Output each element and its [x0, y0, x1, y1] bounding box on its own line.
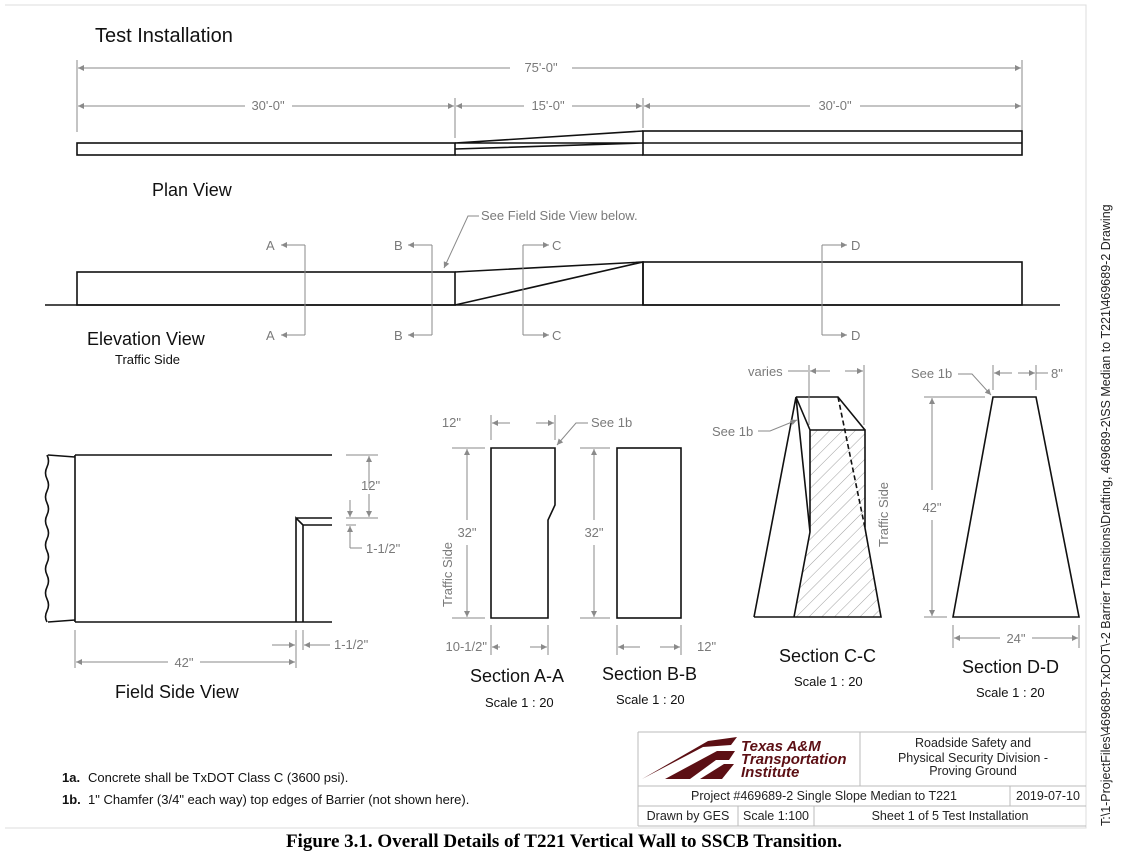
- note-1b-id: 1b.: [62, 792, 81, 807]
- section-d-dim-bottom: 24": [1006, 631, 1025, 646]
- drawing-date: 2019-07-10: [1016, 789, 1080, 803]
- logo-line-3: Institute: [741, 764, 799, 781]
- field-side-view-label: Field Side View: [115, 682, 240, 702]
- division-line-2: Physical Security Division -: [898, 751, 1048, 765]
- plan-dimensions: [76, 60, 1023, 138]
- dim-overall: 75'-0": [524, 60, 558, 75]
- dim-left: 30'-0": [251, 98, 285, 113]
- cut-c-top: C: [552, 238, 561, 253]
- section-a-note: See 1b: [591, 415, 632, 430]
- section-a-scale: Scale 1 : 20: [485, 695, 554, 710]
- note-1a-id: 1a.: [62, 770, 80, 785]
- section-d-scale: Scale 1 : 20: [976, 685, 1045, 700]
- section-b-scale: Scale 1 : 20: [616, 692, 685, 707]
- general-notes: 1a. Concrete shall be TxDOT Class C (360…: [62, 770, 469, 807]
- cut-a-bottom: A: [266, 328, 275, 343]
- plan-view-barrier: [76, 130, 1023, 156]
- drawing-scale: Scale 1:100: [743, 809, 809, 823]
- division-line-3: Proving Ground: [929, 764, 1017, 778]
- sheet-info: Sheet 1 of 5 Test Installation: [872, 809, 1029, 823]
- logo-line-2: Transportation: [741, 751, 847, 768]
- sheet-border: [5, 4, 1087, 829]
- section-b-dim-bottom: 12": [697, 639, 716, 654]
- section-a-dim-top: 12": [442, 415, 461, 430]
- section-a-a-drawing: [452, 415, 588, 655]
- section-c-dim-top: varies: [748, 364, 783, 379]
- cut-d-bottom: D: [851, 328, 860, 343]
- elevation-view-barrier: [45, 261, 1060, 306]
- field-dim-12: 12": [361, 478, 380, 493]
- project-title: Project #469689-2 Single Slope Median to…: [691, 789, 957, 803]
- elevation-view-label: Elevation View: [87, 329, 206, 349]
- dim-middle: 15'-0": [531, 98, 565, 113]
- section-d-note: See 1b: [911, 366, 952, 381]
- note-1b-text: 1" Chamfer (3/4" each way) top edges of …: [88, 792, 469, 807]
- dim-right: 30'-0": [818, 98, 852, 113]
- section-d-dim-height: 42": [922, 500, 941, 515]
- title-block: Texas A&M Transportation Institute Roads…: [637, 731, 1086, 827]
- section-d-title: Section D-D: [962, 657, 1059, 677]
- drawing-title: Test Installation: [95, 25, 233, 47]
- tti-logo: [642, 737, 737, 779]
- division-line-1: Roadside Safety and: [915, 736, 1031, 750]
- section-c-title: Section C-C: [779, 646, 876, 666]
- section-a-traffic-side: Traffic Side: [440, 542, 455, 607]
- cut-b-top: B: [394, 238, 403, 253]
- section-a-dim-height: 32": [457, 525, 476, 540]
- section-d-d-drawing: [924, 365, 1080, 648]
- section-c-scale: Scale 1 : 20: [794, 674, 863, 689]
- section-b-dim-height: 32": [584, 525, 603, 540]
- field-dim-42: 42": [174, 655, 193, 670]
- elevation-view-sublabel: Traffic Side: [115, 352, 180, 367]
- section-c-c-drawing: [753, 365, 882, 618]
- section-a-title: Section A-A: [470, 666, 564, 686]
- field-dim-gap-h: 1-1/2": [334, 637, 369, 652]
- section-c-note: See 1b: [712, 424, 753, 439]
- field-side-view: [44, 454, 378, 668]
- section-d-dim-top: 8": [1051, 366, 1063, 381]
- plan-view-label: Plan View: [152, 180, 233, 200]
- section-cut-lines: [281, 242, 847, 338]
- section-a-dim-bottom: 10-1/2": [446, 639, 488, 654]
- cut-d-top: D: [851, 238, 860, 253]
- cut-c-bottom: C: [552, 328, 561, 343]
- note-1a-text: Concrete shall be TxDOT Class C (3600 ps…: [88, 770, 348, 785]
- cut-b-bottom: B: [394, 328, 403, 343]
- logo-line-1: Texas A&M: [741, 738, 821, 755]
- field-dim-gap-v: 1-1/2": [366, 541, 401, 556]
- drawn-by: Drawn by GES: [647, 809, 730, 823]
- section-c-traffic-side: Traffic Side: [876, 482, 891, 547]
- section-b-b-drawing: [580, 447, 682, 655]
- figure-caption: Figure 3.1. Overall Details of T221 Vert…: [285, 831, 843, 852]
- section-b-title: Section B-B: [602, 664, 697, 684]
- cut-a-top: A: [266, 238, 275, 253]
- field-side-note: See Field Side View below.: [481, 208, 638, 223]
- file-path: T:\1-ProjectFiles\469689-TxDOT\-2 Barrie…: [1099, 204, 1113, 826]
